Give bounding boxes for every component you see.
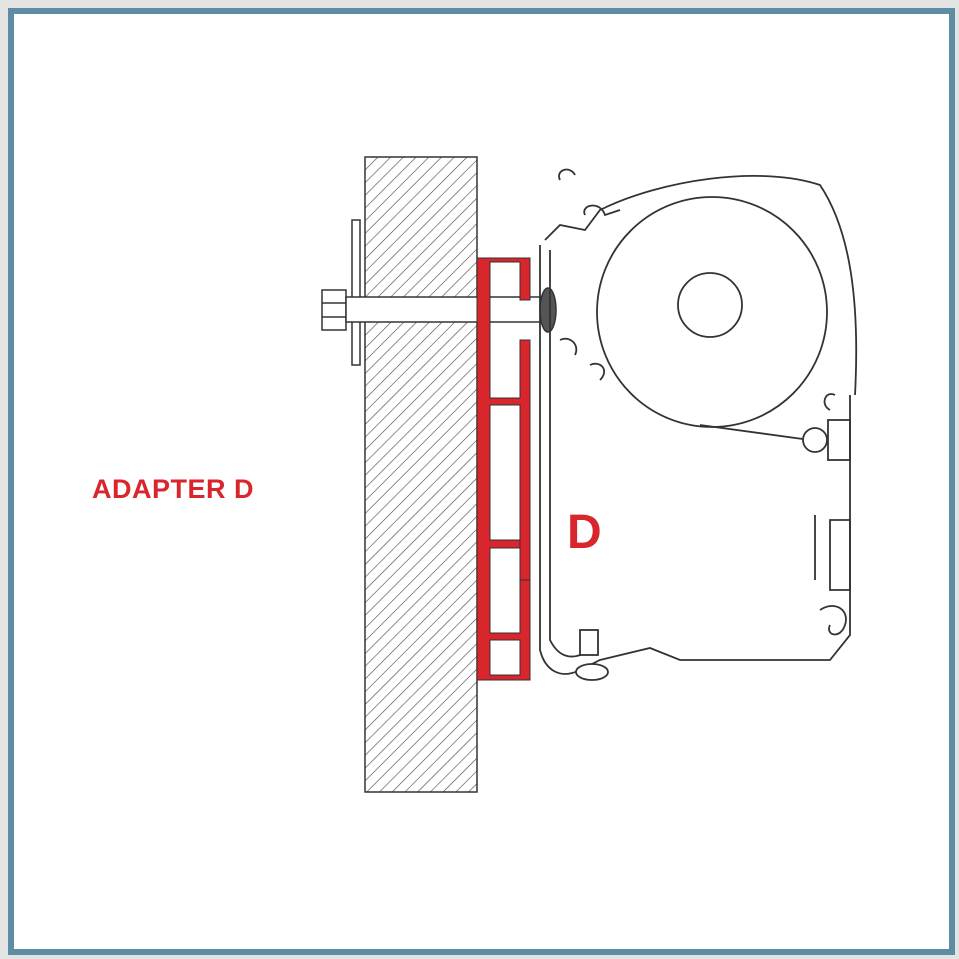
adapter-part-label: D [567, 506, 602, 559]
wall-section [364, 156, 478, 793]
awning-housing [539, 168, 858, 681]
fastening-screw [579, 629, 599, 656]
adapter-d-bracket [476, 257, 531, 681]
bolt-shaft [345, 296, 545, 323]
nut [321, 289, 347, 331]
adapter-title-label: ADAPTER D [92, 474, 255, 504]
roll-hub [677, 272, 743, 338]
washer [351, 219, 361, 366]
